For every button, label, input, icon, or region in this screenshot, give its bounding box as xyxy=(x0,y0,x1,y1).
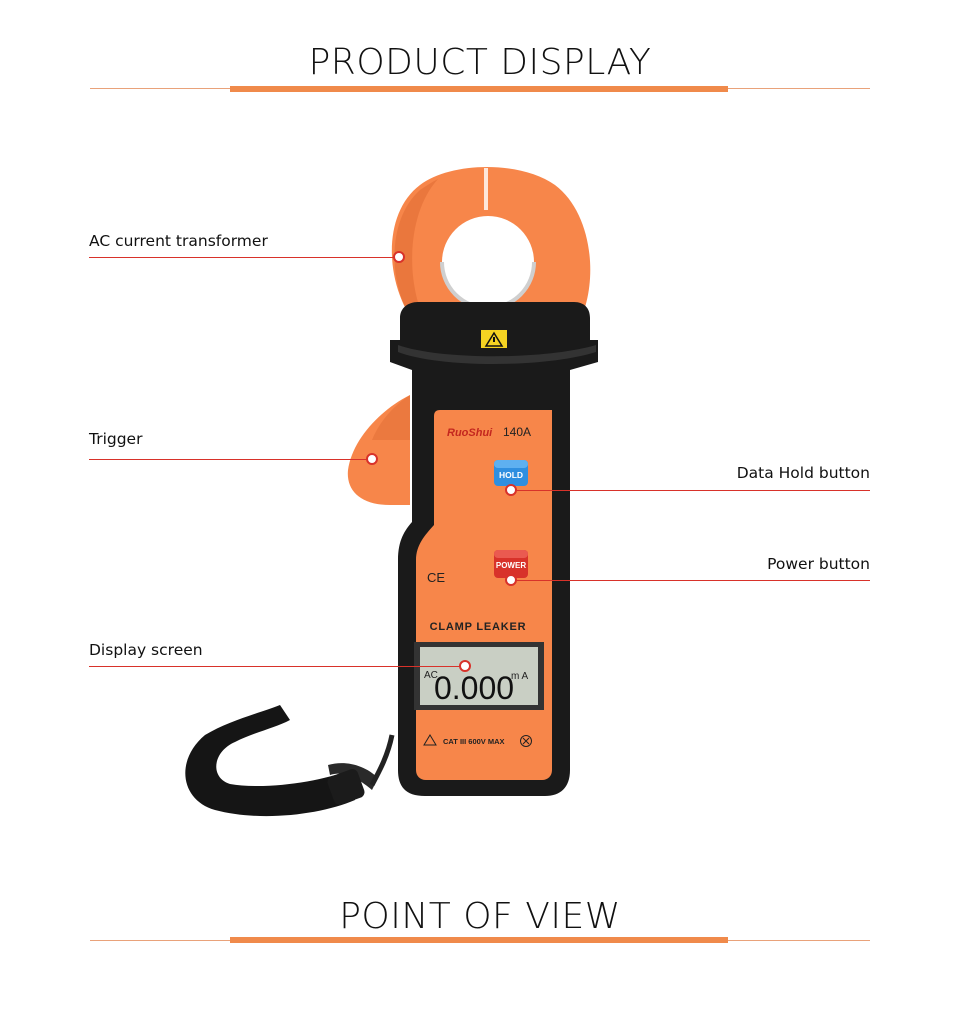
callout-power-dot xyxy=(505,574,517,586)
callout-power-label: Power button xyxy=(767,555,870,573)
callout-data-hold-dot xyxy=(505,484,517,496)
rating-label: CAT III 600V MAX xyxy=(423,734,532,747)
title-accent-bar xyxy=(230,86,728,92)
model-number: 140A xyxy=(503,425,531,439)
power-button[interactable]: POWER xyxy=(494,550,528,578)
callout-display-screen-line xyxy=(89,666,465,667)
callout-display-screen-label: Display screen xyxy=(89,641,203,659)
data-hold-button[interactable]: HOLD xyxy=(494,460,528,486)
callout-trigger-dot xyxy=(366,453,378,465)
callout-ac-current-transformer-dot xyxy=(393,251,405,263)
callout-ac-current-transformer-label: AC current transformer xyxy=(89,232,268,250)
callout-trigger-label: Trigger xyxy=(89,430,143,448)
section-title-point-of-view: POINT OF VIEW xyxy=(339,896,621,937)
lcd-reading: 0.000 xyxy=(434,670,514,706)
wrist-strap xyxy=(185,705,395,817)
front-panel xyxy=(416,410,552,780)
trigger xyxy=(347,395,410,505)
product-name: CLAMP LEAKER xyxy=(430,621,527,633)
ac-current-transformer xyxy=(391,166,591,330)
callout-display-screen-dot xyxy=(459,660,471,672)
ce-mark: CE xyxy=(427,570,445,585)
callout-ac-current-transformer-line xyxy=(89,257,400,258)
lcd-mode: AC xyxy=(424,670,438,681)
brand-logo: RuoShui xyxy=(447,427,493,439)
power-button-label: POWER xyxy=(496,561,526,570)
callout-data-hold-line xyxy=(511,490,870,491)
hold-button-label: HOLD xyxy=(499,470,523,480)
display-screen: AC 0.000 m A xyxy=(414,642,544,710)
callout-data-hold-label: Data Hold button xyxy=(736,464,870,482)
lcd-unit: m A xyxy=(511,671,529,682)
rating-text: CAT III 600V MAX xyxy=(443,737,505,746)
callout-trigger-line xyxy=(89,459,373,460)
page-title: PRODUCT DISPLAY xyxy=(308,42,652,83)
callout-power-line xyxy=(511,580,870,581)
footer-accent-bar xyxy=(230,937,728,943)
